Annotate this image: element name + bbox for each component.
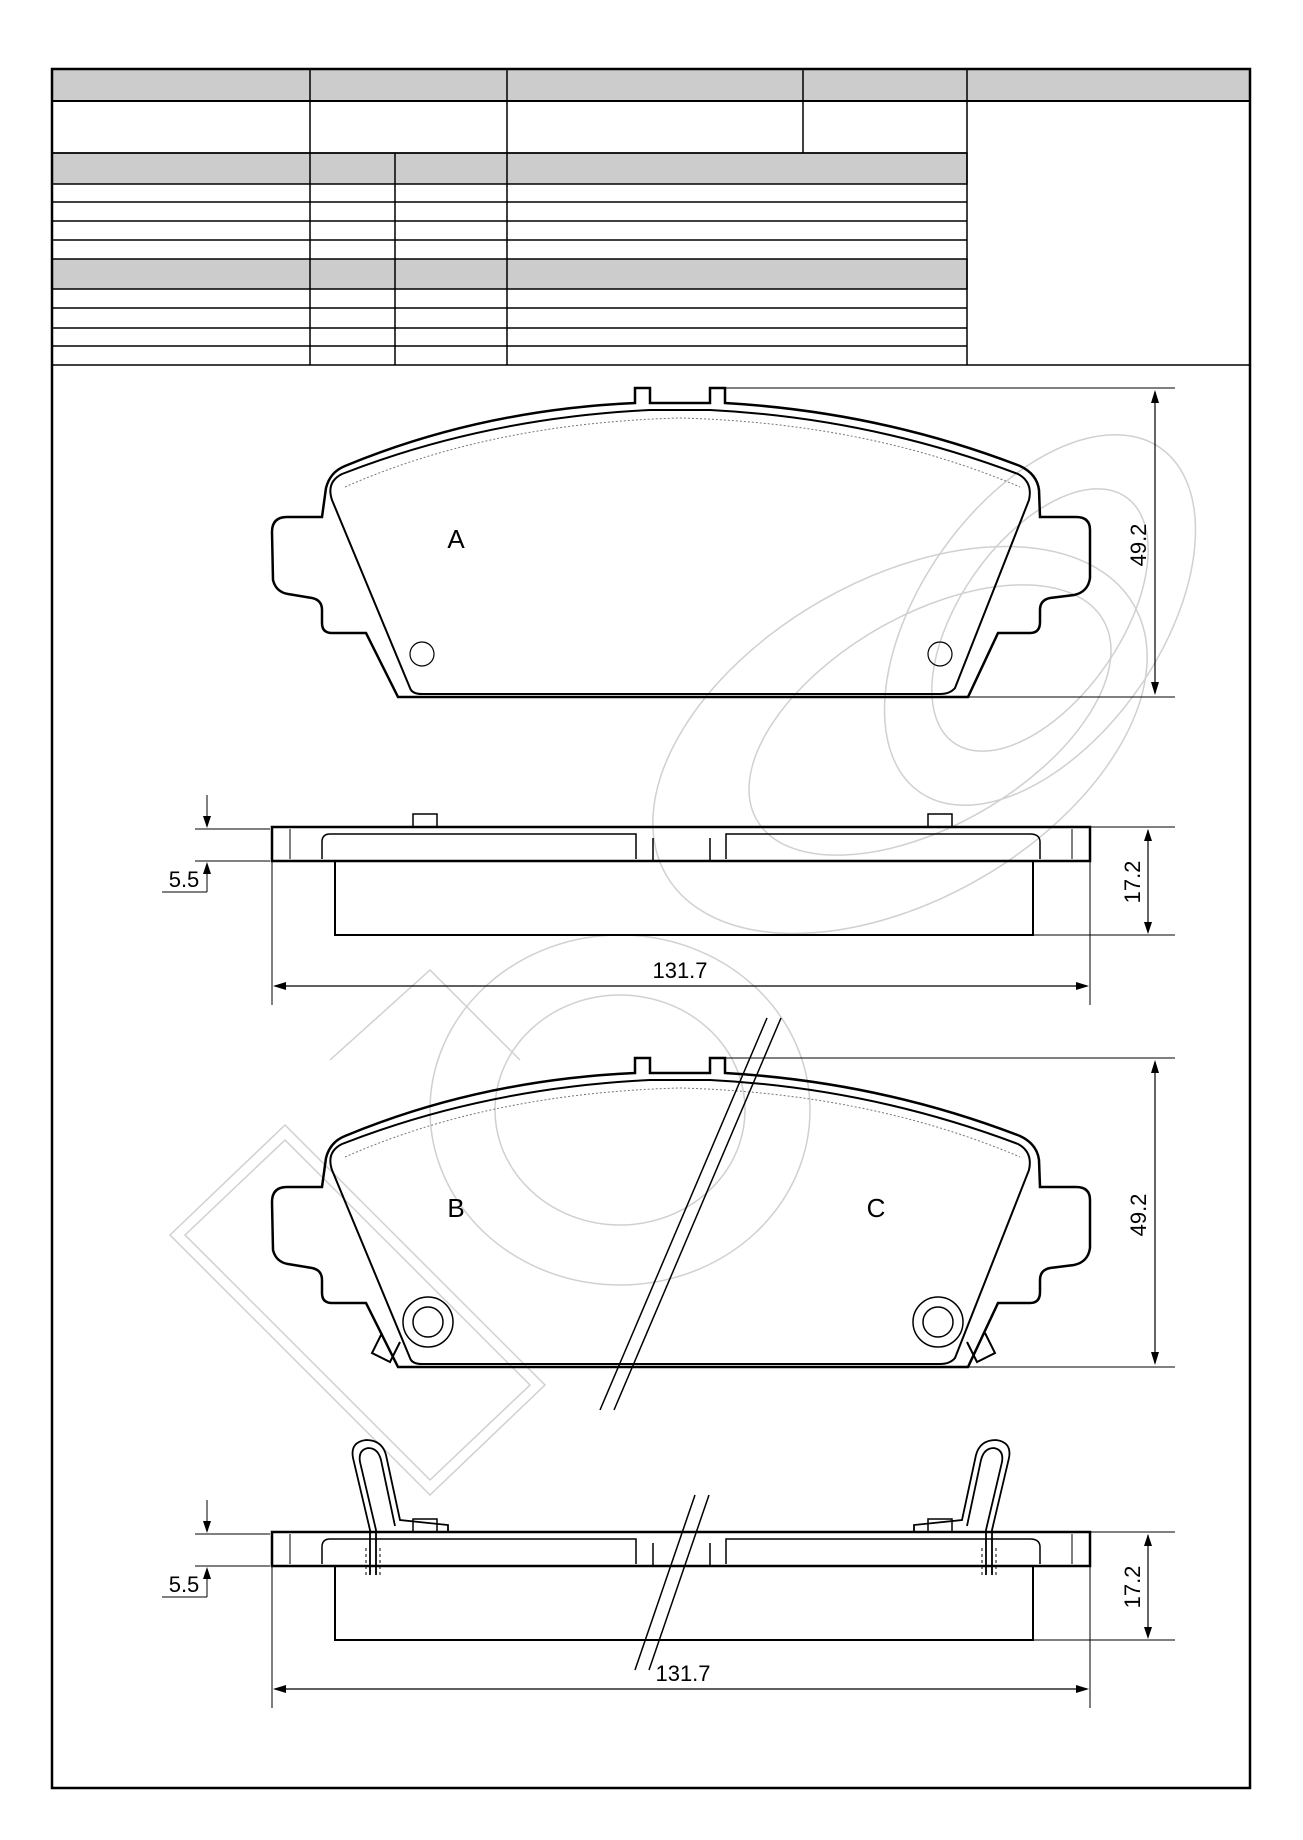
clip-tab-left xyxy=(370,1332,401,1364)
friction-material-outline xyxy=(329,409,1031,695)
clip-spring-right xyxy=(913,1439,1011,1575)
pin-boss-left-inner xyxy=(412,1306,444,1338)
drawing-frame xyxy=(50,67,1252,1790)
clip-tab-right xyxy=(966,1332,997,1364)
friction-inner-contour xyxy=(344,417,1021,488)
dim-width-label: 131.7 xyxy=(652,958,707,983)
pin-hole-left xyxy=(409,641,435,667)
table-header-row xyxy=(51,68,1251,102)
dim-thickness-label-2: 17.2 xyxy=(1120,1566,1145,1609)
friction-material-side-2 xyxy=(334,1565,1034,1641)
dim-height-label-2: 49.2 xyxy=(1126,1194,1151,1237)
friction-material-side xyxy=(334,860,1034,936)
backing-plate-side xyxy=(270,825,1092,863)
dim-height-label: 49.2 xyxy=(1126,524,1151,567)
pin-hole-right xyxy=(927,641,953,667)
dim-width-label-2: 131.7 xyxy=(655,1661,710,1686)
pad-side-view-1 xyxy=(162,795,1175,1005)
title-block-table xyxy=(51,68,1251,366)
friction-inner-contour-2 xyxy=(344,1087,1021,1158)
backing-plate-outline xyxy=(270,386,1092,699)
label-c: C xyxy=(867,1193,886,1223)
table-subheader-row-2 xyxy=(51,258,968,290)
pin-boss-right-outer xyxy=(912,1296,964,1348)
backing-plate-outline-2 xyxy=(270,1056,1092,1369)
label-b: B xyxy=(447,1193,464,1223)
pad-top-view-a xyxy=(270,386,1175,699)
pad-top-view-bc xyxy=(270,1017,1175,1411)
table-subheader-row-1 xyxy=(51,152,968,185)
pin-boss-right-inner xyxy=(922,1306,954,1338)
clip-spring-left xyxy=(351,1439,449,1575)
dim-shim-label: 5.5 xyxy=(169,867,200,892)
label-a: A xyxy=(447,524,465,554)
pad-side-view-2 xyxy=(162,1439,1175,1708)
dim-shim-label-2: 5.5 xyxy=(169,1572,200,1597)
break-line-2 xyxy=(613,1017,782,1411)
friction-material-outline-2 xyxy=(329,1079,1031,1365)
watermark-logo xyxy=(168,433,1197,1497)
dim-thickness-label: 17.2 xyxy=(1120,861,1145,904)
pin-boss-left-outer xyxy=(402,1296,454,1348)
break-line-1 xyxy=(599,1017,768,1411)
